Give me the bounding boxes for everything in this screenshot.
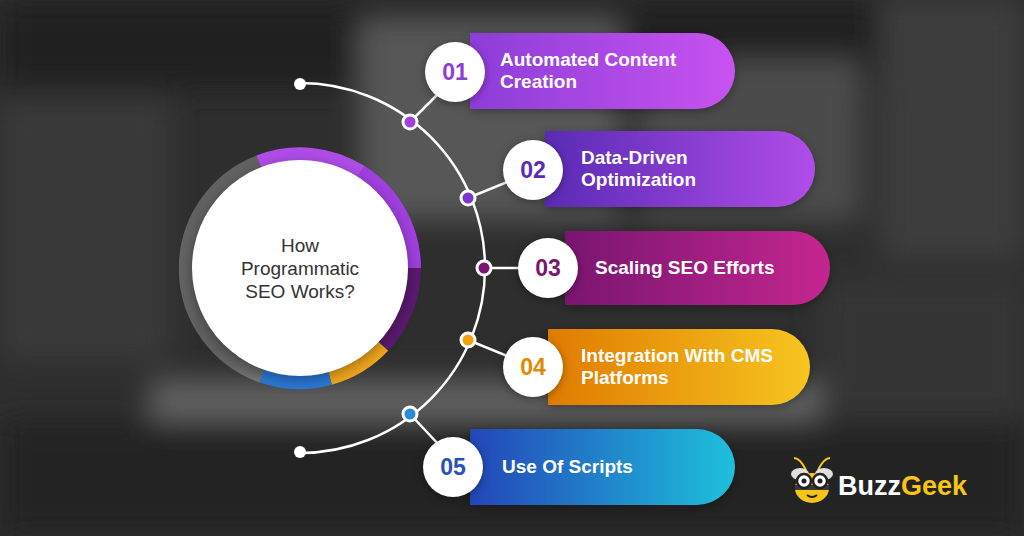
step-pill: Scaling SEO Efforts03 <box>565 231 830 305</box>
bee-logo-icon <box>791 458 833 503</box>
step-label: Data-Driven Optimization <box>581 147 731 191</box>
arc-dot <box>477 261 491 275</box>
step-label: Integration With CMS Platforms <box>581 345 776 389</box>
step-number-circle: 04 <box>503 337 563 397</box>
step-number-circle: 05 <box>423 437 483 497</box>
step-number-circle: 02 <box>503 140 563 200</box>
logo-text: Geek <box>901 471 967 501</box>
callout-number: 04 <box>520 356 546 378</box>
callout-number: 03 <box>535 257 561 279</box>
callout-number: 05 <box>440 456 466 478</box>
step-pill: Automated Content Creation01 <box>470 33 735 109</box>
step-label: Scaling SEO Efforts <box>595 257 774 279</box>
arc-dot <box>461 191 475 205</box>
step-label: Automated Content Creation <box>500 49 715 93</box>
callout-number: 01 <box>442 61 468 83</box>
progress-ring <box>186 154 414 382</box>
title-text: How Programmatic SEO Works? <box>230 234 370 303</box>
arc-dot <box>461 333 475 347</box>
arc-end-dot <box>294 446 306 458</box>
logo-text: Buzz <box>838 471 901 501</box>
step-label: Use Of Scripts <box>502 456 633 478</box>
arc-end-dot <box>294 78 306 90</box>
step-pill: Use Of Scripts05 <box>470 429 735 505</box>
step-pill: Data-Driven Optimization02 <box>545 131 815 207</box>
arc-dot <box>403 407 417 421</box>
leader-lines <box>410 92 520 446</box>
callout-number: 02 <box>520 159 546 181</box>
step-number-circle: 03 <box>518 238 578 298</box>
step-number-circle: 01 <box>425 42 485 102</box>
title-circle: How Programmatic SEO Works? <box>192 160 408 376</box>
step-pill: Integration With CMS Platforms04 <box>548 329 810 405</box>
ring-segment <box>262 376 330 382</box>
arc-dot <box>403 115 417 129</box>
